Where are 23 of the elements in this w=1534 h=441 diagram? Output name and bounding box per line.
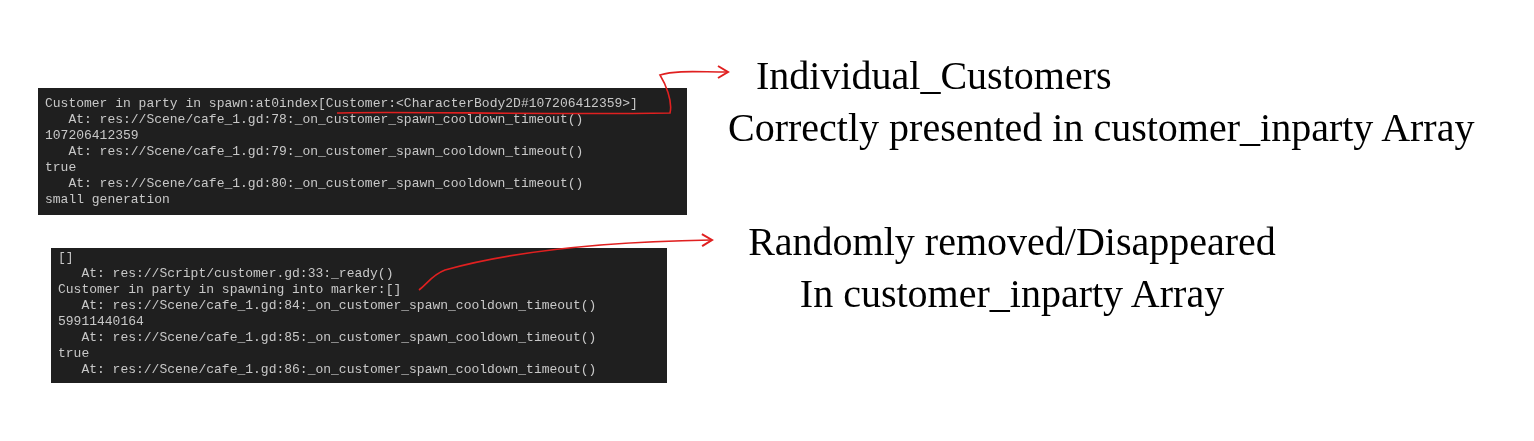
annotation-text: In customer_inparty Array (799, 270, 1225, 318)
console-line: At: res://Script/customer.gd:33:_ready() (80, 266, 394, 282)
hand-drawn-arrow (336, 64, 729, 115)
console-line: Customer in party in spawn:at0index[Customer:<CharacterBody2D#107206412359>] (45, 96, 638, 112)
annotation-text: Individual_Customers (756, 52, 1112, 100)
console-line: small generation (45, 192, 170, 208)
console-line: At: res://Scene/cafe_1.gd:86:_on_customer_spawn_cooldown_timeout() (80, 362, 597, 378)
console-line: Customer in party in spawning into marker:[] (58, 282, 402, 298)
console-line: At: res://Scene/cafe_1.gd:80:_on_customer_spawn_cooldown_timeout() (67, 176, 584, 192)
console-line: 107206412359 (45, 128, 139, 144)
console-line: At: res://Scene/cafe_1.gd:78:_on_customer_spawn_cooldown_timeout() (67, 112, 584, 128)
console-output-panel (51, 248, 667, 383)
console-line: 59911440164 (58, 314, 144, 330)
console-line: At: res://Scene/cafe_1.gd:79:_on_customer_spawn_cooldown_timeout() (67, 144, 584, 160)
console-output-panel (38, 88, 687, 215)
console-line: At: res://Scene/cafe_1.gd:84:_on_customer_spawn_cooldown_timeout() (80, 298, 597, 314)
annotation-text: Randomly removed/Disappeared (748, 218, 1276, 266)
console-line: At: res://Scene/cafe_1.gd:85:_on_customer_spawn_cooldown_timeout() (80, 330, 597, 346)
console-line: true (58, 346, 90, 362)
annotation-text: Correctly presented in customer_inparty Array (728, 104, 1475, 152)
hand-drawn-arrow (418, 233, 713, 291)
console-line: true (45, 160, 77, 176)
console-line: [] (58, 250, 74, 266)
